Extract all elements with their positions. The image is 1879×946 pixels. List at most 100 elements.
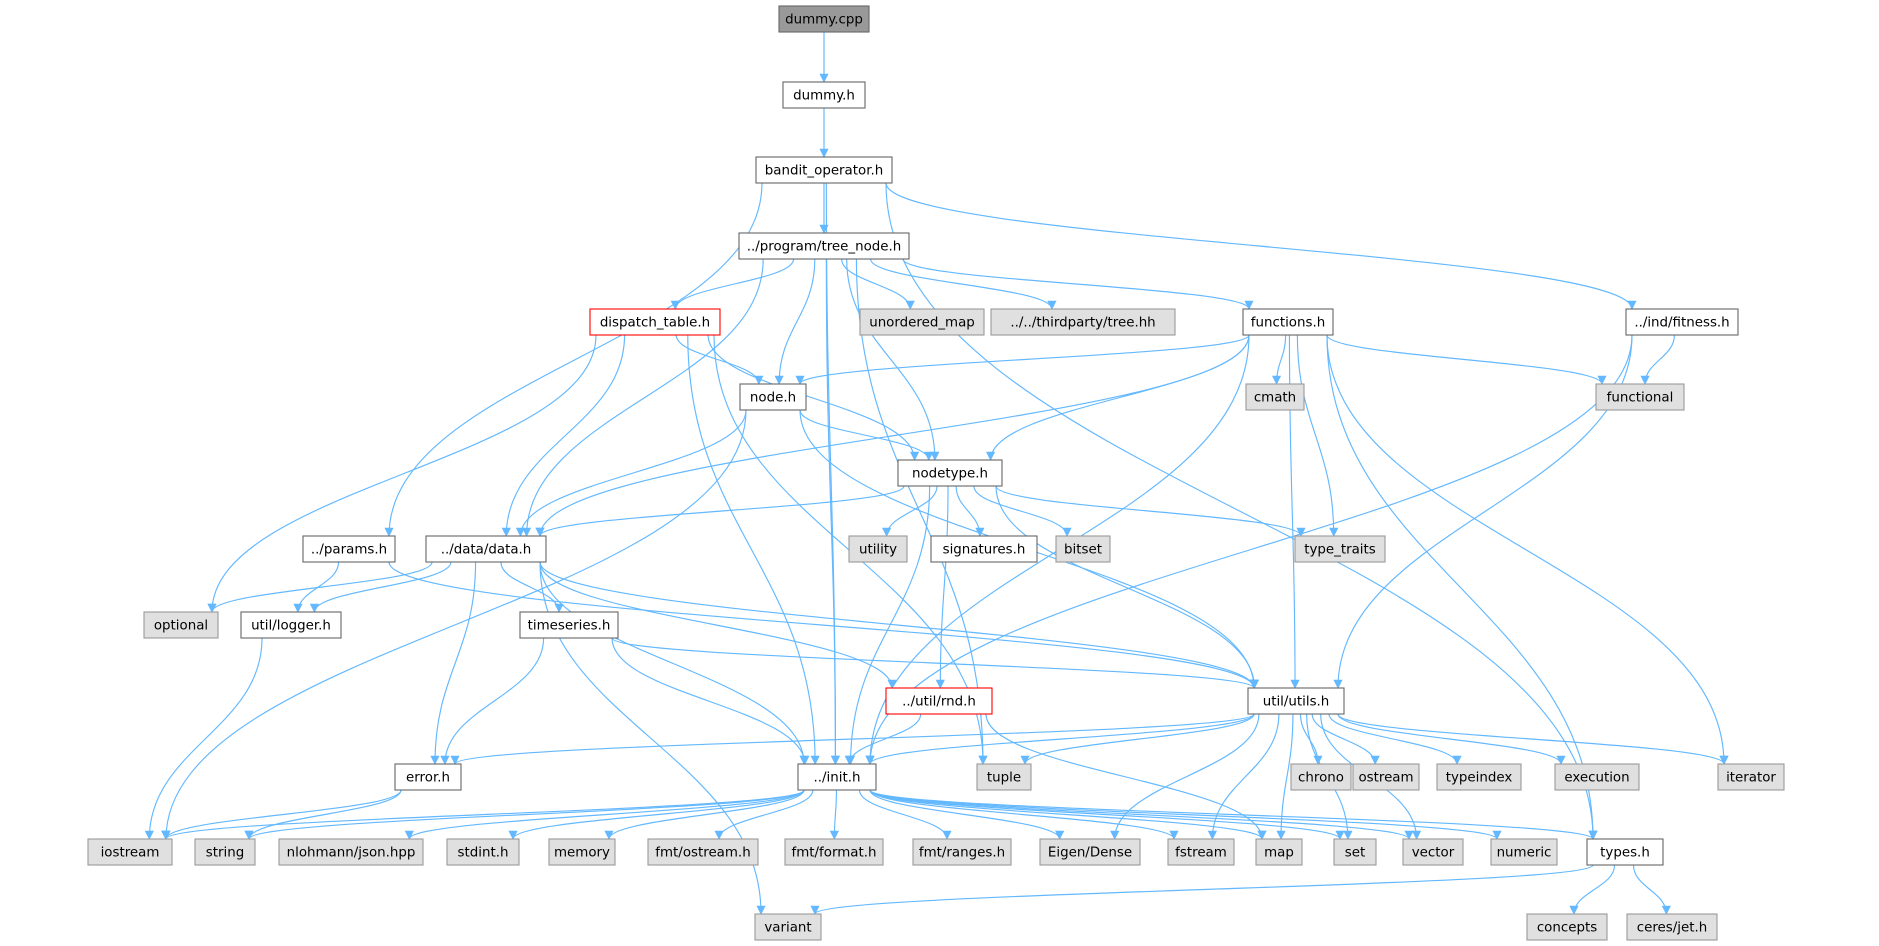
edge-init_h-to-memory: [604, 789, 805, 840]
node-box: [1255, 838, 1303, 866]
edge-tree_node_h-to-tuple: [855, 258, 988, 765]
node-label: set: [1345, 846, 1365, 861]
edge-tree_node_h-to-data_h: [521, 258, 764, 537]
node-type-traits: type_traits: [1294, 535, 1386, 563]
node-box: [754, 913, 822, 941]
node-box: [1436, 763, 1522, 791]
edge-tree_node_h-to-unordered_map: [841, 258, 915, 310]
node-label: ceres/jet.h: [1637, 921, 1708, 936]
node-logger-h[interactable]: util/logger.h: [240, 611, 342, 639]
node-dummy-h[interactable]: dummy.h: [782, 81, 866, 109]
node-data-h[interactable]: ../data/data.h: [425, 535, 547, 563]
edge-init_h-to-fmt_ostream_h: [714, 789, 814, 840]
node-fitness-h[interactable]: ../ind/fitness.h: [1625, 308, 1739, 336]
edge-data_h-to-timeseries_h: [500, 561, 564, 613]
edge-nodetype_h-to-data_h: [535, 485, 905, 537]
node-bandit-operator-h[interactable]: bandit_operator.h: [755, 156, 893, 184]
node-functions-h[interactable]: functions.h: [1242, 308, 1334, 336]
node-label: bandit_operator.h: [765, 164, 883, 179]
node-label: signatures.h: [943, 543, 1026, 558]
edge-tree_node_h-to-tree_hh: [870, 258, 1057, 310]
node-label: vector: [1412, 846, 1455, 861]
node-dummy-cpp[interactable]: dummy.cpp: [778, 5, 870, 33]
node-label: type_traits: [1304, 543, 1376, 558]
node-label: stdint.h: [458, 846, 509, 861]
node-functional: functional: [1595, 383, 1685, 411]
node-box: [782, 81, 866, 109]
node-bitset: bitset: [1055, 535, 1111, 563]
node-params-h[interactable]: ../params.h: [302, 535, 396, 563]
edge-tree_node_h-to-nodetype_h: [846, 258, 940, 461]
node-box: [194, 838, 256, 866]
edge-init_h-to-vector: [869, 789, 1414, 840]
edge-nodetype_h-to-bitset: [973, 485, 1072, 537]
node-label: ../../thirdparty/tree.hh: [1010, 316, 1155, 331]
edge-bandit_operator_h-to-init_h: [825, 182, 841, 765]
node-init-h[interactable]: ../init.h: [797, 763, 877, 791]
edge-init_h-to-fstream: [869, 789, 1179, 840]
edge-timeseries_h-to-error_h: [440, 637, 545, 765]
node-dispatch-table-h[interactable]: dispatch_table.h: [589, 308, 721, 336]
node-error-h[interactable]: error.h: [394, 763, 462, 791]
node-tree-hh: ../../thirdparty/tree.hh: [990, 308, 1176, 336]
node-nodetype-h[interactable]: nodetype.h: [897, 459, 1003, 487]
edge-functions_h-to-type_traits: [1296, 334, 1339, 537]
edge-init_h-to-string: [244, 789, 805, 840]
node-label: iterator: [1726, 771, 1776, 786]
node-chrono: chrono: [1290, 763, 1352, 791]
node-label: fstream: [1175, 846, 1227, 861]
node-label: iostream: [101, 846, 160, 861]
node-timeseries-h[interactable]: timeseries.h: [519, 611, 619, 639]
edge-data_h-to-error_h: [430, 561, 477, 765]
node-box: [1055, 535, 1111, 563]
node-box: [446, 838, 520, 866]
edge-init_h-to-eigen_dense: [869, 789, 1065, 840]
node-signatures-h[interactable]: signatures.h: [930, 535, 1038, 563]
node-box: [548, 838, 616, 866]
node-types-h[interactable]: types.h: [1586, 838, 1664, 866]
node-label: map: [1264, 846, 1294, 861]
edge-bandit_operator_h-to-fitness_h: [885, 182, 1637, 310]
node-label: timeseries.h: [528, 619, 611, 634]
node-label: nodetype.h: [912, 467, 988, 482]
node-tree-node-h[interactable]: ../program/tree_node.h: [738, 232, 910, 260]
node-fmt-ranges-h: fmt/ranges.h: [912, 838, 1012, 866]
node-box: [1167, 838, 1235, 866]
node-label: nlohmann/json.hpp: [287, 846, 416, 861]
node-box: [738, 232, 910, 260]
node-label: ../params.h: [311, 543, 387, 558]
edge-utils_h-to-tuple: [1020, 713, 1255, 765]
node-node-h[interactable]: node.h: [739, 383, 807, 411]
node-label: variant: [764, 921, 811, 936]
node-label: ../program/tree_node.h: [747, 240, 902, 255]
node-utils-h[interactable]: util/utils.h: [1247, 687, 1345, 715]
node-string: string: [194, 838, 256, 866]
node-label: error.h: [406, 771, 450, 786]
edge-nodetype_h-to-type_traits: [995, 485, 1306, 537]
node-label: bitset: [1064, 543, 1102, 558]
node-utility: utility: [848, 535, 908, 563]
node-box: [784, 838, 884, 866]
node-numeric: numeric: [1490, 838, 1558, 866]
node-box: [1490, 838, 1558, 866]
node-fmt-ostream-h: fmt/ostream.h: [647, 838, 759, 866]
edge-init_h-to-fmt_ranges_h: [858, 789, 952, 840]
nodes-layer: dummy.cpp dummy.h bandit_operator.h ../prog…: [87, 5, 1785, 941]
node-eigen-dense: Eigen/Dense: [1039, 838, 1141, 866]
node-optional: optional: [143, 611, 219, 639]
node-vector: vector: [1402, 838, 1464, 866]
node-execution: execution: [1554, 763, 1640, 791]
node-label: numeric: [1497, 846, 1552, 861]
node-rnd-h[interactable]: ../util/rnd.h: [885, 687, 993, 715]
node-box: [859, 308, 985, 336]
node-variant: variant: [754, 913, 822, 941]
edge-utils_h-to-error_h: [450, 713, 1255, 765]
node-label: ../data/data.h: [441, 543, 532, 558]
node-box: [1352, 763, 1420, 791]
node-box: [930, 535, 1038, 563]
node-box: [1247, 687, 1345, 715]
edge-nodetype_h-to-rnd_h: [935, 485, 949, 689]
edge-tree_node_h-to-functions_h: [902, 258, 1254, 310]
node-box: [976, 763, 1032, 791]
node-box: [519, 611, 619, 639]
